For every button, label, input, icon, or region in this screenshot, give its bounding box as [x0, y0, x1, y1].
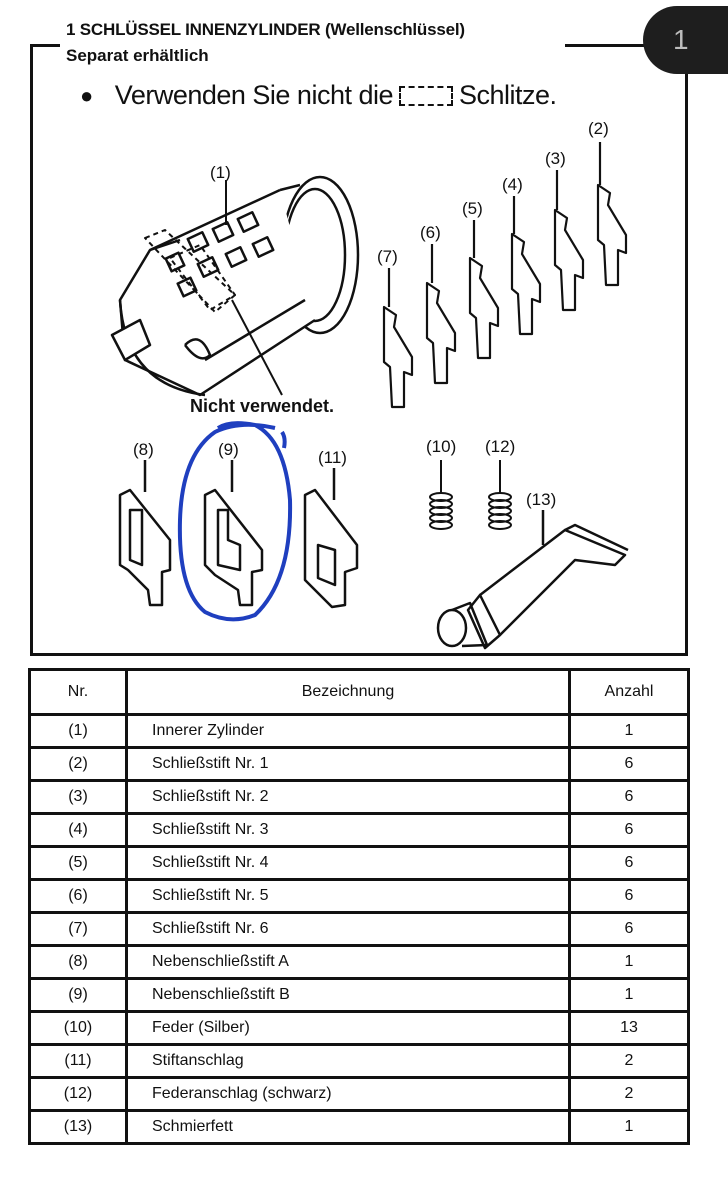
page-number-tab: 1 — [643, 6, 728, 74]
label-part-4: (4) — [502, 175, 523, 194]
tumbler-illustrations — [382, 142, 628, 409]
cell-nr: (11) — [28, 1043, 128, 1079]
cell-nr: (1) — [28, 713, 128, 749]
tumbler-5 — [468, 256, 500, 360]
cell-name: Schließstift Nr. 2 — [125, 779, 571, 815]
cell-nr: (8) — [28, 944, 128, 980]
cell-name: Innerer Zylinder — [125, 713, 571, 749]
header-name: Bezeichnung — [125, 668, 571, 716]
cell-nr: (4) — [28, 812, 128, 848]
cell-qty: 2 — [568, 1043, 690, 1079]
parts-table: Nr. Bezeichnung Anzahl (1)Innerer Zylind… — [28, 668, 690, 1145]
label-part-12: (12) — [485, 437, 515, 456]
label-part-3: (3) — [545, 149, 566, 168]
label-part-7: (7) — [377, 247, 398, 266]
cell-name: Nebenschließstift B — [125, 977, 571, 1013]
cell-qty: 1 — [568, 944, 690, 980]
cell-qty: 13 — [568, 1010, 690, 1046]
label-part-13: (13) — [526, 490, 556, 509]
cell-nr: (12) — [28, 1076, 128, 1112]
cell-name: Schließstift Nr. 3 — [125, 812, 571, 848]
cell-nr: (2) — [28, 746, 128, 782]
cell-name: Stiftanschlag — [125, 1043, 571, 1079]
cell-nr: (3) — [28, 779, 128, 815]
cell-name: Schließstift Nr. 6 — [125, 911, 571, 947]
usage-note: ● Verwenden Sie nicht die Schlitze. — [80, 80, 557, 111]
spring-silver-illustration — [429, 460, 453, 530]
dashed-box-icon — [399, 85, 453, 106]
label-part-10: (10) — [426, 437, 456, 456]
header-nr: Nr. — [28, 668, 128, 716]
side-pin-a-illustration — [118, 460, 172, 607]
diagram-frame — [30, 44, 688, 656]
note-text-after: Schlitze. — [459, 80, 557, 110]
cell-qty: 1 — [568, 977, 690, 1013]
cell-qty: 6 — [568, 911, 690, 947]
inner-cylinder-illustration — [110, 175, 360, 397]
unused-label: Nicht verwendet. — [190, 396, 334, 416]
tumbler-6 — [425, 281, 457, 385]
label-part-11: (11) — [318, 448, 347, 467]
frame-top-right-line — [565, 44, 665, 47]
tumbler-2 — [596, 183, 628, 287]
cell-name: Schließstift Nr. 4 — [125, 845, 571, 881]
label-part-5: (5) — [462, 199, 483, 218]
cell-qty: 1 — [568, 713, 690, 749]
cell-qty: 1 — [568, 1109, 690, 1145]
section-subtitle: Separat erhältlich — [66, 46, 209, 65]
label-part-6: (6) — [420, 223, 441, 242]
cell-nr: (13) — [28, 1109, 128, 1145]
cell-qty: 6 — [568, 878, 690, 914]
table-row: (12)Federanschlag (schwarz)2 — [28, 1076, 690, 1112]
cell-name: Schmierfett — [125, 1109, 571, 1145]
label-part-8: (8) — [133, 440, 154, 459]
tumbler-3 — [553, 208, 585, 312]
section-title: 1 SCHLÜSSEL INNENZYLINDER (Wellenschlüss… — [66, 20, 465, 39]
cell-qty: 6 — [568, 779, 690, 815]
cell-nr: (10) — [28, 1010, 128, 1046]
header-qty: Anzahl — [568, 668, 690, 716]
bullet-icon: ● — [80, 82, 93, 108]
grease-tube-illustration — [436, 510, 629, 650]
annotation-circle — [177, 421, 293, 622]
cell-name: Federanschlag (schwarz) — [125, 1076, 571, 1112]
parts-diagram: (1) Nicht verwendet. (2) (3) (4) (5) (6)… — [110, 119, 629, 650]
cell-qty: 6 — [568, 746, 690, 782]
tumbler-4 — [510, 232, 542, 336]
cell-name: Schließstift Nr. 5 — [125, 878, 571, 914]
label-part-9: (9) — [218, 440, 239, 459]
cell-nr: (6) — [28, 878, 128, 914]
table-row: (10)Feder (Silber)13 — [28, 1010, 690, 1046]
cell-nr: (7) — [28, 911, 128, 947]
frame-top-left-line — [30, 44, 60, 47]
cell-qty: 6 — [568, 845, 690, 881]
spring-stop-illustration — [488, 460, 512, 530]
cell-name: Nebenschließstift A — [125, 944, 571, 980]
table-header-row: Nr. Bezeichnung Anzahl — [28, 668, 690, 716]
cell-qty: 2 — [568, 1076, 690, 1112]
pin-stop-illustration — [303, 468, 359, 609]
cell-qty: 6 — [568, 812, 690, 848]
cell-name: Schließstift Nr. 1 — [125, 746, 571, 782]
cell-name: Feder (Silber) — [125, 1010, 571, 1046]
label-part-2: (2) — [588, 119, 609, 138]
label-part-1: (1) — [210, 163, 231, 182]
tumbler-7 — [382, 305, 414, 409]
cell-nr: (9) — [28, 977, 128, 1013]
note-text-before: Verwenden Sie nicht die — [114, 80, 394, 110]
side-pin-b-illustration — [203, 460, 264, 607]
cell-nr: (5) — [28, 845, 128, 881]
